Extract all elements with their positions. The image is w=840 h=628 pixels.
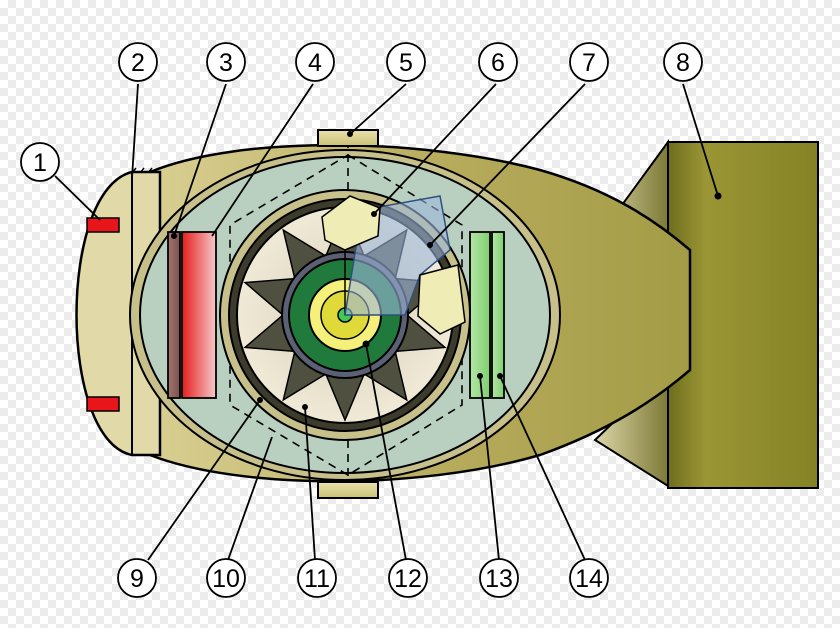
leader-dots — [171, 131, 722, 410]
callout-13-label: 13 — [485, 565, 513, 593]
callout-6: 6 — [478, 42, 518, 82]
callout-4-label: 4 — [308, 49, 322, 77]
fuze-plate-brown — [167, 231, 181, 399]
tail-box — [667, 141, 819, 489]
callout-10: 10 — [206, 558, 246, 598]
lens-fragment-lower — [417, 264, 466, 335]
dashed-lens-outline — [229, 154, 463, 476]
callout-7: 7 — [569, 42, 609, 82]
callout-14-label: 14 — [575, 565, 603, 593]
callout-5: 5 — [386, 42, 426, 82]
lens-fragment-upper — [321, 195, 381, 251]
callout-8-label: 8 — [676, 49, 690, 77]
callout-8: 8 — [663, 42, 703, 82]
contact-fuze-lower — [86, 396, 120, 412]
callout-12: 12 — [388, 558, 428, 598]
callout-1: 1 — [20, 142, 60, 182]
callout-2: 2 — [118, 42, 158, 82]
callout-5-label: 5 — [399, 49, 413, 77]
callout-2-label: 2 — [131, 49, 145, 77]
callout-13: 13 — [479, 558, 519, 598]
mount-band-bottom — [317, 481, 379, 499]
callout-9: 9 — [117, 558, 157, 598]
battery-plate-inner — [491, 231, 505, 399]
leader-lines — [54, 83, 719, 561]
callout-3: 3 — [206, 42, 246, 82]
callout-11-label: 11 — [304, 565, 330, 593]
radar-unit-red — [181, 231, 217, 399]
callout-10-label: 10 — [212, 565, 240, 593]
callout-6-label: 6 — [491, 49, 505, 77]
callout-1-label: 1 — [33, 149, 47, 177]
callout-9-label: 9 — [130, 565, 144, 593]
mount-band-top — [317, 129, 379, 147]
callout-4: 4 — [295, 42, 335, 82]
callout-14: 14 — [569, 558, 609, 598]
callout-7-label: 7 — [582, 49, 596, 77]
callout-3-label: 3 — [219, 49, 233, 77]
callout-11: 11 — [297, 558, 337, 598]
callout-12-label: 12 — [394, 565, 422, 593]
nose-cap — [75, 170, 162, 457]
contact-fuze-upper — [86, 217, 120, 233]
